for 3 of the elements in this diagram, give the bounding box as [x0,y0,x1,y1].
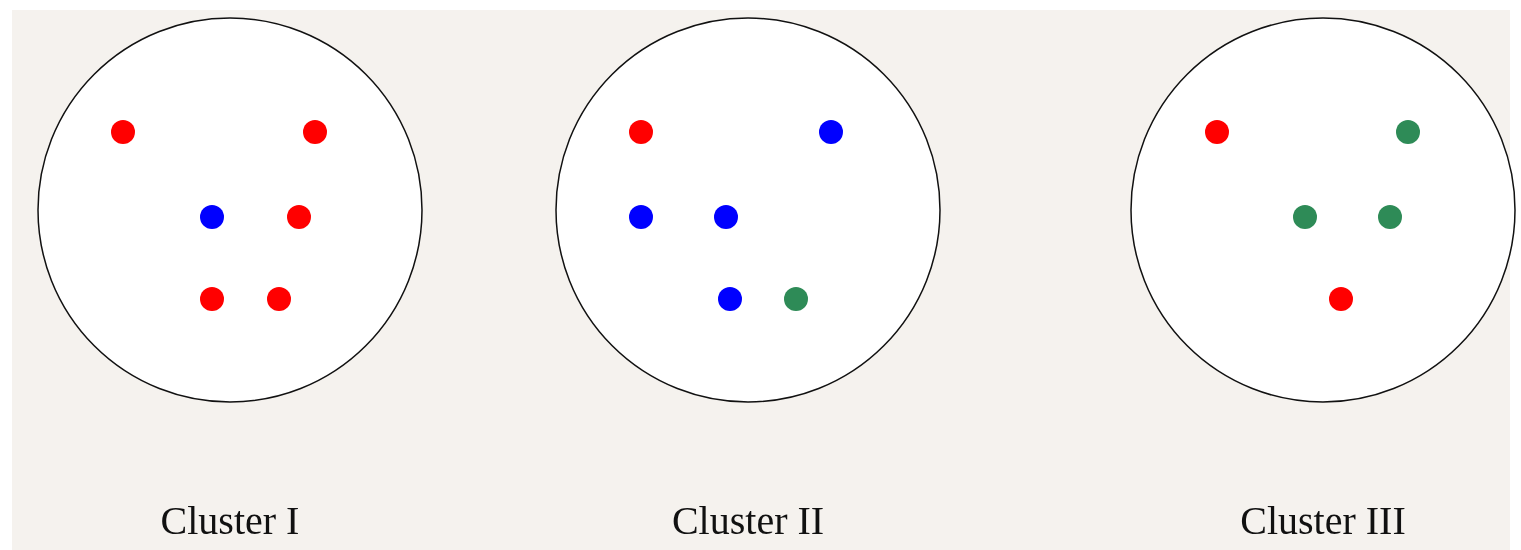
cluster-label: Cluster I [159,497,301,544]
cluster-label: Cluster II [670,497,826,544]
cluster-label: Cluster III [1239,497,1407,544]
